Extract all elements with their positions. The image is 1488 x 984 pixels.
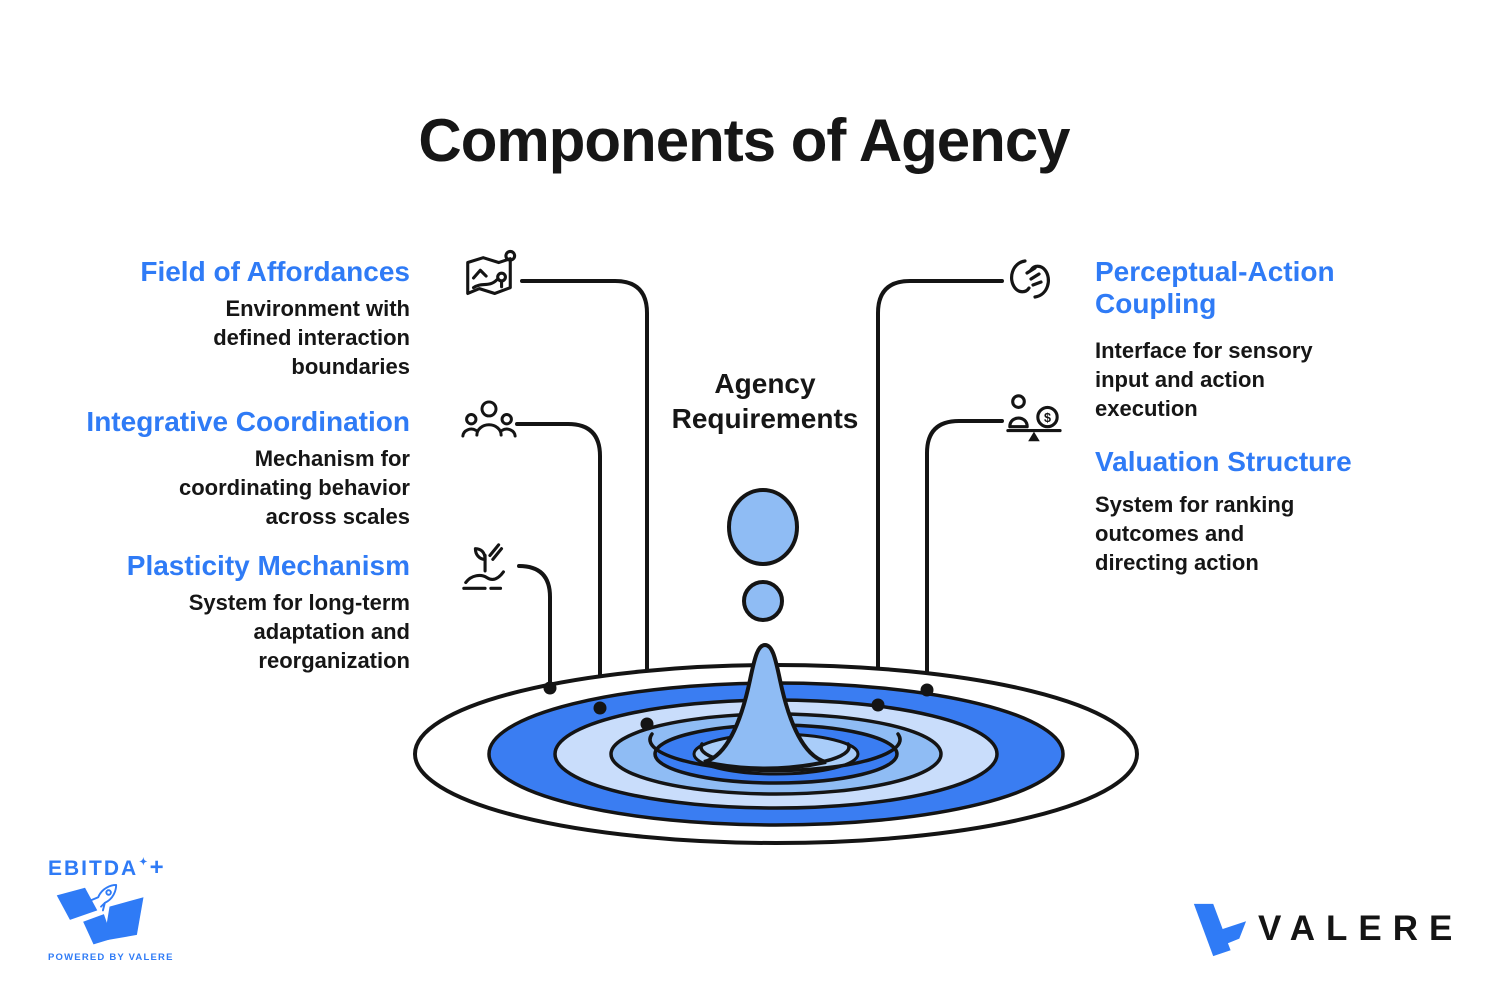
ebitda-wordmark: EBITDA <box>48 857 139 880</box>
valere-wordmark: VALERE <box>1258 909 1464 948</box>
item-description: Mechanism for coordinating behavior acro… <box>178 445 410 529</box>
item-integrative-coordination: Integrative Coordination Mechanism for c… <box>65 406 410 531</box>
item-heading: Integrative Coordination <box>86 406 410 437</box>
item-description: Environment with defined interaction bou… <box>213 295 410 379</box>
center-label: Agency Requirements <box>671 368 859 434</box>
connector-perceptual-action-coupling <box>876 279 1004 703</box>
item-valuation-structure: Valuation Structure System for ranking o… <box>1095 446 1375 577</box>
water-spout <box>703 642 827 771</box>
item-description: System for ranking outcomes and directin… <box>1095 491 1295 575</box>
person-balance-icon: $ <box>1006 394 1062 442</box>
item-description: Interface for sensory input and action e… <box>1095 337 1313 421</box>
item-heading: Valuation Structure <box>1095 446 1352 477</box>
valere-logo: VALERE <box>1188 900 1463 958</box>
sparkle-icon: ✦ <box>139 857 148 868</box>
dot-integrative-coordination <box>593 701 607 715</box>
powered-by-label: POWERED BY VALERE <box>48 952 174 963</box>
item-perceptual-action-coupling: Perceptual-Action Coupling Interface for… <box>1095 256 1365 423</box>
dollar-glyph: $ <box>1044 411 1051 425</box>
droplet-large <box>727 488 799 566</box>
connector-integrative-coordination <box>515 422 602 706</box>
connector-field-of-affordances <box>520 279 649 722</box>
connector-valuation-structure <box>925 419 1004 688</box>
page-title: Components of Agency <box>418 107 1070 175</box>
coupled-hands-icon <box>1010 259 1050 299</box>
ebitda-logo: EBITDA✦+ POWERED BY VALERE <box>48 854 174 963</box>
dot-perceptual-action-coupling <box>871 698 885 712</box>
ripple-curl-outer <box>648 732 902 773</box>
connector-plasticity-mechanism <box>517 564 552 686</box>
item-plasticity-mechanism: Plasticity Mechanism System for long-ter… <box>110 550 410 675</box>
map-pin-icon <box>466 249 517 296</box>
item-heading: Perceptual-Action Coupling <box>1095 256 1335 319</box>
droplet-small <box>742 580 784 622</box>
ebitda-mark-icon <box>56 884 144 945</box>
dot-field-of-affordances <box>640 717 654 731</box>
item-heading: Field of Affordances <box>140 256 410 287</box>
people-group-icon <box>461 400 517 438</box>
hand-sprout-icon <box>462 543 505 590</box>
connector-dots <box>543 681 934 731</box>
dot-valuation-structure <box>920 683 934 697</box>
plus-icon: + <box>149 854 164 881</box>
valere-mark-icon <box>1193 903 1247 957</box>
dot-plasticity-mechanism <box>543 681 557 695</box>
item-heading: Plasticity Mechanism <box>126 550 410 581</box>
item-description: System for long-term adaptation and reor… <box>188 589 410 673</box>
connector-lines <box>515 279 1004 722</box>
item-field-of-affordances: Field of Affordances Environment with de… <box>110 256 410 381</box>
